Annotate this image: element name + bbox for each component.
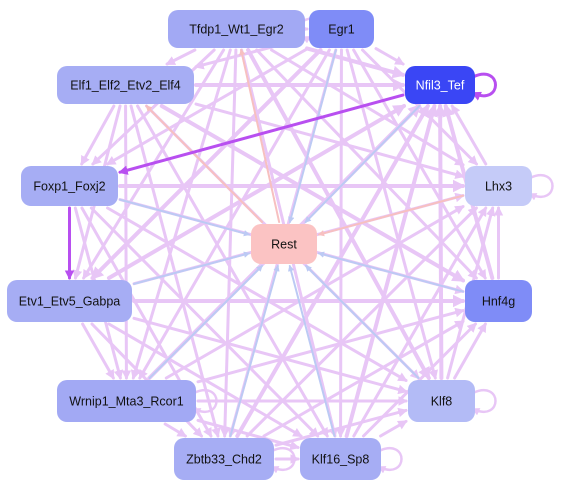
node-box-zbtb33: [174, 438, 274, 480]
edge-tfdp1-to-zbtb33: [220, 48, 238, 438]
node-box-tfdp1: [168, 10, 305, 48]
edge-rest-to-elf1: [145, 105, 264, 223]
node-label-rest: Rest: [271, 238, 297, 252]
edge-elf1-to-klf16: [136, 104, 329, 438]
edge-etv1-to-rest: [133, 251, 251, 285]
node-rest[interactable]: Rest: [251, 224, 317, 264]
node-hnf4g[interactable]: Hnf4g: [465, 280, 532, 322]
node-etv1[interactable]: Etv1_Etv5_Gabpa: [7, 280, 132, 322]
node-box-egr1: [309, 10, 374, 48]
edge-elf1-to-hnf4g: [159, 104, 466, 283]
node-elf1[interactable]: Elf1_Elf2_Etv2_Elf4: [57, 66, 194, 104]
edge-tfdp1-to-nfil3: [305, 46, 406, 79]
edge-tfdp1-to-foxp1: [91, 48, 216, 166]
edge-elf1-to-foxp1: [80, 104, 116, 166]
edge-foxp1-to-klf8: [106, 206, 408, 382]
node-label-wrnip1: Wrnip1_Mta3_Rcor1: [69, 395, 183, 409]
node-label-elf1: Elf1_Elf2_Etv2_Elf4: [70, 79, 181, 93]
node-label-foxp1: Foxp1_Foxj2: [33, 180, 105, 194]
self-loop-klf16: [377, 447, 403, 474]
node-zbtb33[interactable]: Zbtb33_Chd2: [174, 438, 274, 480]
node-box-wrnip1: [57, 380, 196, 422]
self-loop-klf8: [471, 389, 497, 416]
node-klf16[interactable]: Klf16_Sp8: [300, 438, 381, 480]
node-tfdp1[interactable]: Tfdp1_Wt1_Egr2: [168, 10, 305, 48]
edge-etv1-to-nfil3: [106, 104, 407, 280]
edge-lhx3-to-rest: [317, 194, 464, 237]
edge-foxp1-to-rest: [119, 198, 251, 237]
edge-tfdp1-to-elf1: [165, 48, 197, 66]
self-loop-lhx3: [528, 174, 554, 201]
edge-tfdp1-to-klf8: [246, 48, 431, 381]
node-box-foxp1: [21, 166, 118, 206]
edge-klf8-to-rest: [305, 265, 420, 379]
edge-zbtb33-to-nfil3: [235, 103, 430, 438]
edge-egr1-to-nfil3: [374, 47, 405, 66]
node-wrnip1[interactable]: Wrnip1_Mta3_Rcor1: [57, 380, 196, 422]
edge-wrnip1-to-zbtb33: [163, 422, 187, 438]
edge-klf8-to-hnf4g: [453, 322, 487, 380]
node-label-tfdp1: Tfdp1_Wt1_Egr2: [189, 23, 284, 37]
node-label-klf8: Klf8: [431, 395, 453, 409]
node-klf8[interactable]: Klf8: [408, 380, 475, 422]
edge-etv1-to-wrnip1: [81, 322, 115, 380]
node-box-rest: [251, 224, 317, 264]
edge-klf16-to-lhx3: [352, 206, 488, 438]
node-nfil3[interactable]: Nfil3_Tef: [405, 66, 475, 104]
edge-klf16-to-nfil3: [344, 103, 438, 438]
node-box-klf8: [408, 380, 475, 422]
node-box-nfil3: [405, 66, 475, 104]
edge-rest-to-tfdp1: [239, 48, 281, 223]
edge-lhx3-to-nfil3: [450, 104, 488, 166]
self-loop-wrnip1: [192, 389, 218, 416]
node-label-hnf4g: Hnf4g: [482, 295, 515, 309]
edge-hnf4g-to-rest: [317, 251, 464, 293]
node-label-zbtb33: Zbtb33_Chd2: [186, 453, 262, 467]
edge-egr1-to-klf16: [335, 48, 346, 438]
edge-nfil3-to-rest: [304, 105, 421, 223]
node-label-etv1: Etv1_Etv5_Gabpa: [19, 295, 121, 309]
edge-klf16-to-rest: [287, 264, 336, 437]
node-box-elf1: [57, 66, 194, 104]
edge-egr1-to-wrnip1: [138, 48, 331, 380]
edge-klf16-to-klf8: [379, 419, 408, 438]
node-label-lhx3: Lhx3: [485, 180, 512, 194]
self-loop-nfil3: [471, 72, 497, 101]
node-label-nfil3: Nfil3_Tef: [416, 79, 465, 93]
edge-wrnip1-to-rest: [148, 265, 263, 379]
node-foxp1[interactable]: Foxp1_Foxj2: [21, 166, 118, 206]
edge-wrnip1-to-lhx3: [164, 205, 465, 380]
node-box-hnf4g: [465, 280, 532, 322]
self-loop-zbtb33: [270, 447, 296, 474]
edge-nfil3-to-foxp1: [118, 93, 405, 175]
edge-zbtb33-to-rest: [229, 264, 280, 437]
edge-klf8-to-nfil3: [433, 103, 447, 380]
node-label-egr1: Egr1: [328, 23, 354, 37]
node-box-lhx3: [465, 166, 532, 206]
node-lhx3[interactable]: Lhx3: [465, 166, 532, 206]
node-egr1[interactable]: Egr1: [309, 10, 374, 48]
node-label-klf16: Klf16_Sp8: [312, 453, 370, 467]
node-box-klf16: [300, 438, 381, 480]
edge-egr1-to-rest: [288, 49, 337, 224]
node-box-etv1: [7, 280, 132, 322]
